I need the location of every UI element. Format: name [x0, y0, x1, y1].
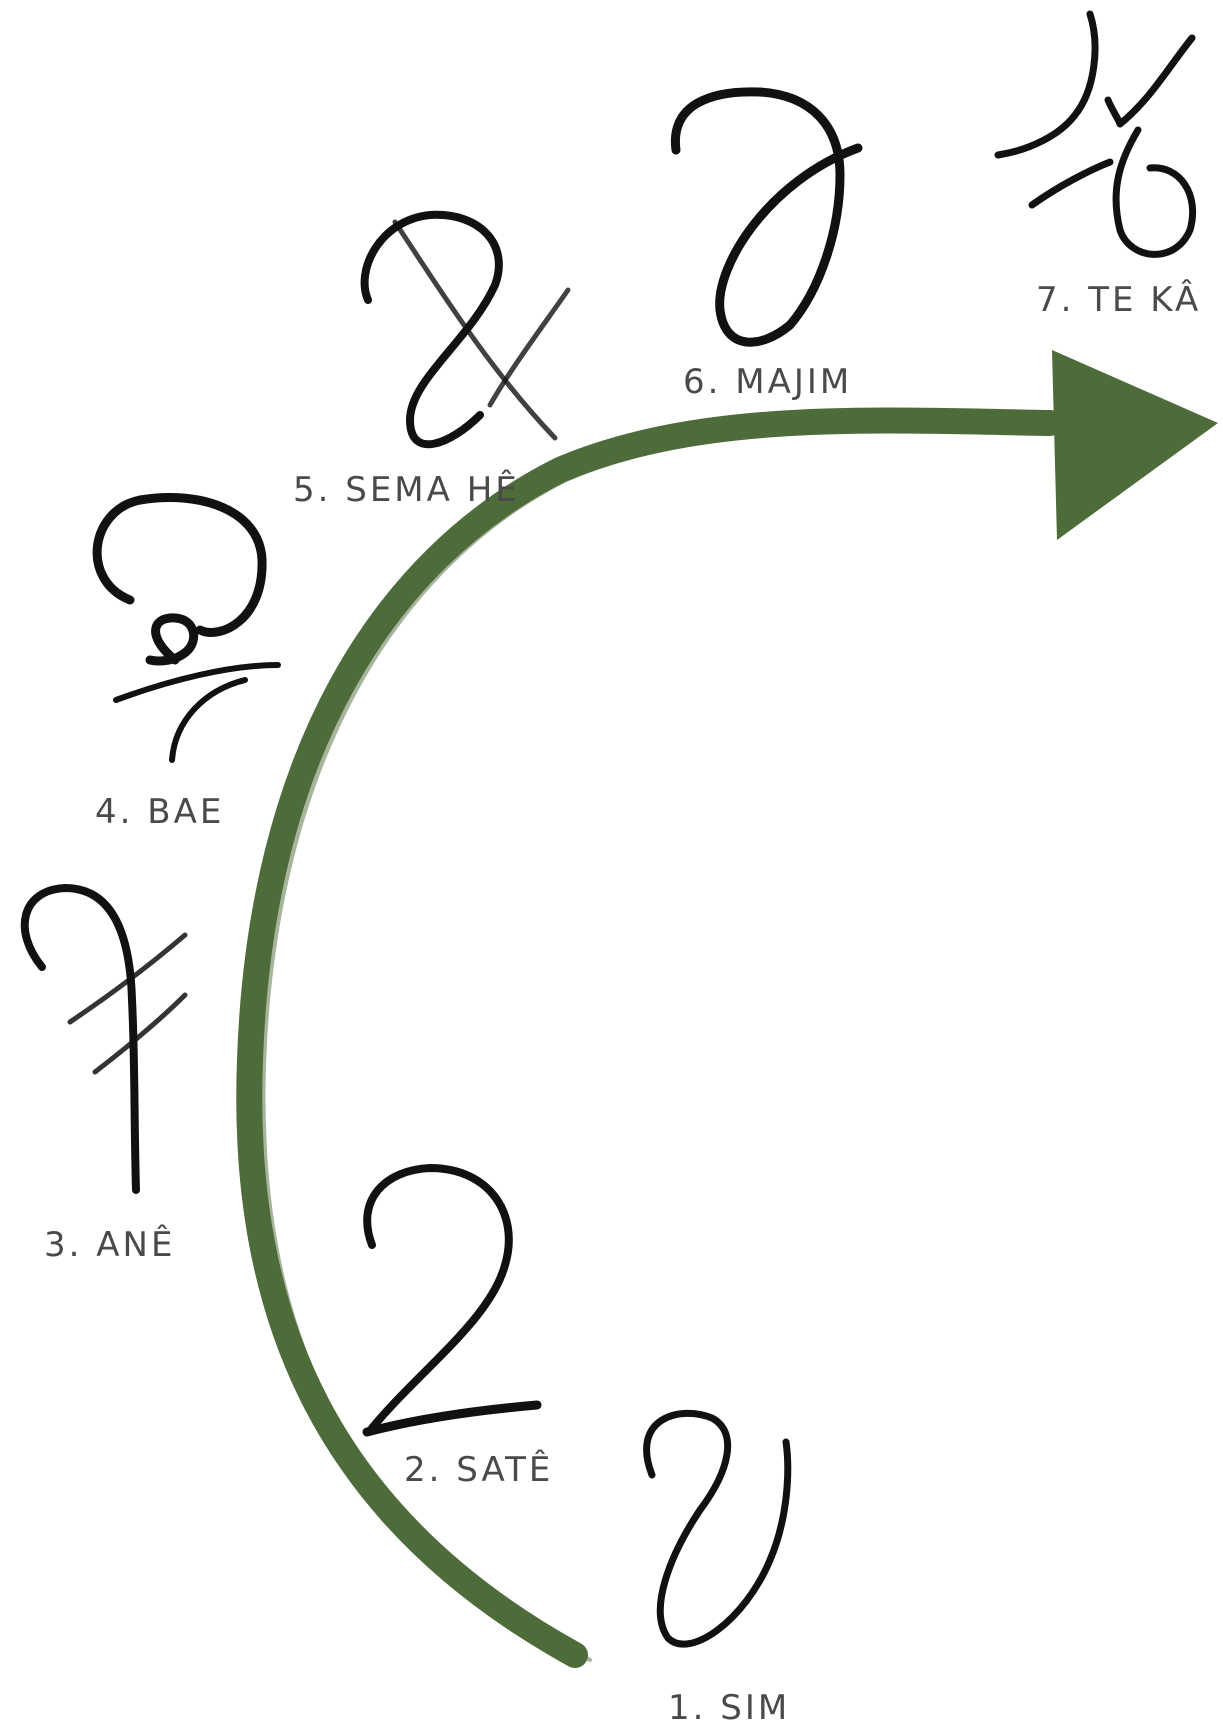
bae-glyph — [97, 498, 278, 761]
step-label-sate: 2. SATÊ — [404, 1450, 553, 1490]
step-label-majim: 6. MAJIM — [683, 362, 852, 402]
step-label-te-ka: 7. TE KÂ — [1036, 280, 1201, 320]
step-label-bae: 4. BAE — [95, 792, 224, 832]
arrow-head — [1052, 350, 1218, 540]
sate-glyph — [367, 1168, 537, 1432]
step-label-sema-he: 5. SEMA HÊ — [293, 470, 520, 510]
step-label-ane: 3. ANÊ — [44, 1225, 175, 1265]
sema-he-glyph — [365, 215, 568, 444]
ane-glyph — [25, 888, 185, 1190]
te-ka-glyph — [998, 14, 1193, 254]
progression-arrow — [243, 350, 1218, 1660]
sim-glyph — [647, 1413, 788, 1644]
step-label-sim: 1. SIM — [668, 1688, 790, 1728]
majim-glyph — [675, 92, 858, 342]
